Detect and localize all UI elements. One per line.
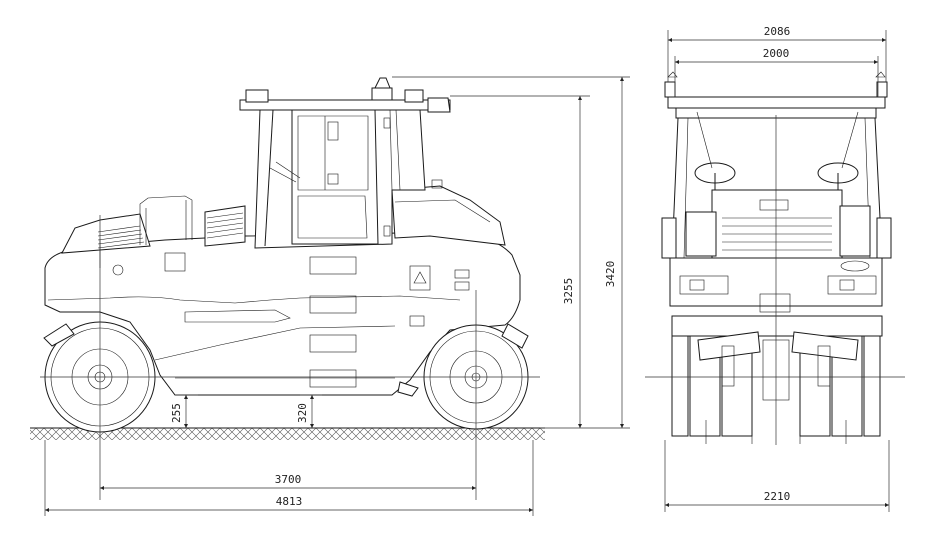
dim-wheelbase: 3700 bbox=[275, 473, 302, 486]
front-view: 2086 2000 2210 bbox=[645, 25, 905, 512]
front-grille bbox=[722, 199, 832, 251]
front-wheel-group bbox=[671, 315, 883, 437]
rear-grille bbox=[97, 225, 145, 249]
side-view: 3700 4813 3255 3420 255 320 bbox=[30, 76, 630, 516]
dim-height-beacon: 3420 bbox=[604, 261, 617, 288]
steering-wheels bbox=[694, 111, 859, 198]
dim-clearance-mid: 320 bbox=[296, 403, 309, 423]
dim-overall-width: 2210 bbox=[764, 490, 791, 503]
dim-height-canopy: 3255 bbox=[562, 278, 575, 305]
cab bbox=[239, 77, 451, 249]
side-grille bbox=[206, 212, 244, 239]
ground-hatch bbox=[30, 428, 545, 440]
dim-clearance-front: 255 bbox=[170, 403, 183, 423]
dim-canopy-width: 2086 bbox=[764, 25, 791, 38]
dim-roof-width: 2000 bbox=[763, 47, 790, 60]
dim-overall-length: 4813 bbox=[276, 495, 303, 508]
